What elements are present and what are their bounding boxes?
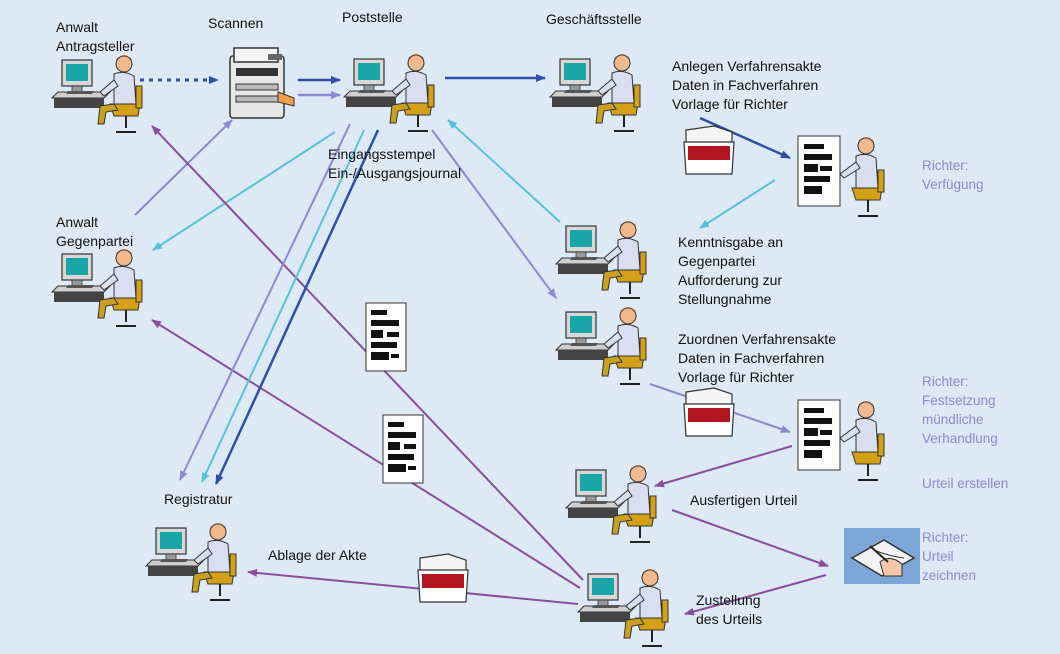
- arrow-poststelle-to-registratur-dark: [214, 129, 380, 485]
- workstation-zuordnen: [552, 298, 656, 392]
- document-page-icon: [365, 302, 407, 372]
- richter-verfuegung: [796, 128, 892, 222]
- label-ausfertigen: Ausfertigen Urteil: [690, 492, 798, 508]
- label-geschaeftsstelle: Geschäftsstelle: [546, 11, 642, 27]
- signature-pad-icon: [844, 528, 920, 584]
- scanner: [224, 44, 296, 124]
- arrow-kenntnisgabe-to-poststelle: [447, 119, 561, 223]
- workstation-ausfertigen: [562, 456, 666, 550]
- label-richter-verfuegung: Richter: Verfügung: [922, 158, 984, 192]
- computer-workstation-icon: [343, 53, 435, 132]
- workstation-geschaeftsstelle: [546, 45, 650, 139]
- computer-workstation-icon: [51, 248, 143, 327]
- label-anwalt-antragsteller: Anwalt Antragsteller: [56, 19, 135, 54]
- label-scannen: Scannen: [208, 15, 264, 31]
- document-1: [365, 302, 407, 372]
- case-folder-2: [680, 384, 738, 440]
- workstation-poststelle: [340, 45, 444, 139]
- arrow-zustellung-to-registratur: [247, 568, 579, 605]
- arrow-richter-to-kenntnisgabe: [699, 179, 776, 229]
- label-registratur: Registratur: [164, 491, 233, 507]
- computer-workstation-icon: [145, 522, 237, 601]
- arrow-poststelle-to-registratur-cyan: [201, 129, 365, 483]
- arrow-poststelle-to-registratur-light: [179, 123, 351, 481]
- computer-workstation-icon: [565, 464, 657, 543]
- workstation-antragsteller: [48, 46, 152, 140]
- arrow-anlegen-to-richter: [699, 116, 791, 160]
- judge-desk-icon: [797, 399, 885, 481]
- computer-workstation-icon: [555, 220, 647, 299]
- label-kenntnisgabe: Kenntnisgabe an Gegenpartei Aufforderung…: [678, 234, 784, 307]
- scanner-icon: [229, 47, 295, 119]
- label-richter-festsetzung: Richter: Festsetzung mündliche Verhandlu…: [922, 374, 998, 446]
- label-urteil-erstellen: Urteil erstellen: [922, 476, 1009, 491]
- label-richter-zeichnen: Richter: Urteil zeichnen: [922, 530, 977, 583]
- judge-desk-icon: [797, 135, 885, 217]
- arrow-richter-to-ausfertigen: [654, 445, 793, 488]
- workstation-kenntnisgabe: [552, 212, 656, 306]
- arrow-ausfertigen-to-sign: [671, 509, 829, 567]
- arrow-sign-to-zustellung: [684, 574, 827, 616]
- document-2: [382, 414, 424, 484]
- label-zuordnen: Zuordnen Verfahrensakte Daten in Fachver…: [678, 331, 836, 385]
- label-zustellung: Zustellung des Urteils: [696, 592, 763, 627]
- computer-workstation-icon: [555, 306, 647, 385]
- label-anlegen: Anlegen Verfahrensakte Daten in Fachverf…: [672, 58, 822, 112]
- case-folder-1: [680, 122, 738, 178]
- document-page-icon: [382, 414, 424, 484]
- workstation-registratur: [142, 514, 246, 608]
- computer-workstation-icon: [51, 54, 143, 133]
- arrow-poststelle-to-zuordnen: [431, 129, 557, 299]
- label-anwalt-gegenpartei: Anwalt Gegenpartei: [56, 214, 134, 249]
- label-poststelle: Poststelle: [342, 9, 403, 25]
- red-case-folder-icon: [417, 553, 469, 603]
- computer-workstation-icon: [549, 53, 641, 132]
- red-case-folder-icon: [683, 387, 735, 437]
- label-eingangsstempel: Eingangsstempel Ein-/Ausgangsjournal: [328, 146, 462, 181]
- case-folder-3: [414, 550, 472, 606]
- red-case-folder-icon: [683, 125, 735, 175]
- workstation-zustellung: [574, 560, 678, 654]
- arrow-gegenpartei-to-scanner: [134, 119, 233, 216]
- signing-pad: [844, 528, 920, 584]
- computer-workstation-icon: [577, 568, 669, 647]
- richter-festsetzung: [796, 392, 892, 486]
- label-ablage: Ablage der Akte: [268, 547, 367, 563]
- arrow-zustellung-to-gegenpartei: [151, 319, 581, 589]
- arrow-poststelle-to-gegenpartei: [152, 131, 336, 251]
- workstation-gegenpartei: [48, 240, 152, 334]
